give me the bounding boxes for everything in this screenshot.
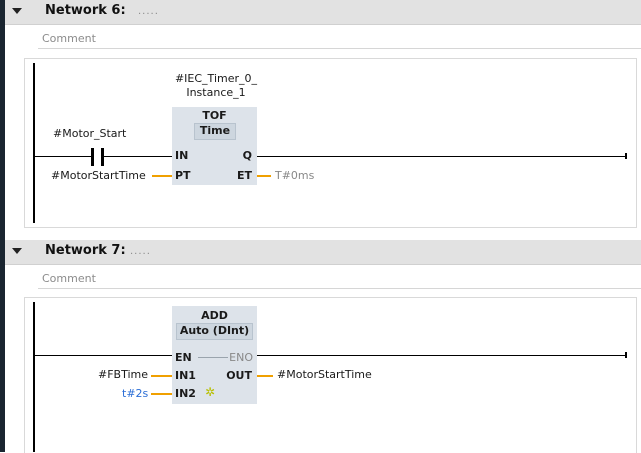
tof-block[interactable]: TOF Time IN PT Q ET xyxy=(172,107,257,185)
comment-placeholder: Comment xyxy=(42,32,96,45)
rung-end xyxy=(625,153,627,159)
block-name: ADD xyxy=(201,309,228,322)
power-rail xyxy=(33,63,35,223)
block-type-selector[interactable]: Auto (DInt) xyxy=(176,323,253,340)
block-type-selector[interactable]: Time xyxy=(194,123,236,140)
contact-right-bar xyxy=(101,148,104,166)
param-wire xyxy=(257,175,271,177)
power-rail xyxy=(33,302,35,452)
rung-wire-out xyxy=(257,355,626,356)
pin-eno: ENO xyxy=(229,351,253,364)
pin-in2: IN2 xyxy=(175,387,196,400)
network-6-rung[interactable]: #Motor_Start #IEC_Timer_0_ Instance_1 TO… xyxy=(24,58,637,228)
in1-operand[interactable]: #FBTime xyxy=(98,368,149,381)
param-wire xyxy=(151,375,172,377)
pin-pt: PT xyxy=(175,169,191,182)
network-6-header[interactable]: Network 6: ..... xyxy=(5,0,641,25)
collapse-triangle-icon[interactable] xyxy=(12,248,22,254)
contact-left-bar xyxy=(91,148,94,166)
comment-placeholder: Comment xyxy=(42,272,96,285)
network-comment-field[interactable]: Comment xyxy=(38,28,641,49)
network-title: Network 6: xyxy=(45,3,126,18)
instance-db-name-line2[interactable]: Instance_1 xyxy=(186,86,246,99)
network-title-field[interactable]: ..... xyxy=(138,6,159,17)
pin-out: OUT xyxy=(226,369,252,382)
network-title-field[interactable]: ..... xyxy=(130,246,151,257)
instance-db-name-line1[interactable]: #IEC_Timer_0_ xyxy=(174,72,258,85)
network-7-header[interactable]: Network 7: ..... xyxy=(5,240,641,265)
pin-in1: IN1 xyxy=(175,369,196,382)
param-wire xyxy=(257,375,273,377)
rung-wire xyxy=(35,355,172,356)
pin-in: IN xyxy=(175,149,189,162)
network-title: Network 7: xyxy=(45,243,126,258)
network-7-rung[interactable]: ADD Auto (DInt) EN ENO IN1 IN2 ✲ OUT #FB… xyxy=(24,297,637,453)
en-eno-link xyxy=(198,357,228,358)
rung-wire-out xyxy=(257,156,626,157)
in2-constant[interactable]: t#2s xyxy=(122,387,149,400)
pin-et: ET xyxy=(236,169,252,182)
add-input-star-icon[interactable]: ✲ xyxy=(205,385,216,399)
pt-operand[interactable]: #MotorStartTime xyxy=(51,169,146,182)
out-operand[interactable]: #MotorStartTime xyxy=(277,368,372,381)
pin-q: Q xyxy=(242,149,252,162)
rung-wire xyxy=(35,156,91,157)
block-name: TOF xyxy=(202,109,227,122)
et-value[interactable]: T#0ms xyxy=(275,169,315,182)
param-wire xyxy=(151,393,172,395)
pin-en: EN xyxy=(175,351,192,364)
collapse-triangle-icon[interactable] xyxy=(12,8,22,14)
rung-end xyxy=(625,352,627,358)
add-block[interactable]: ADD Auto (DInt) EN ENO IN1 IN2 ✲ OUT xyxy=(172,306,257,404)
network-comment-field[interactable]: Comment xyxy=(38,268,641,289)
contact-operand[interactable]: #Motor_Start xyxy=(53,127,127,140)
rung-wire xyxy=(104,156,172,157)
left-edge-bar xyxy=(0,0,5,452)
param-wire xyxy=(152,175,172,177)
